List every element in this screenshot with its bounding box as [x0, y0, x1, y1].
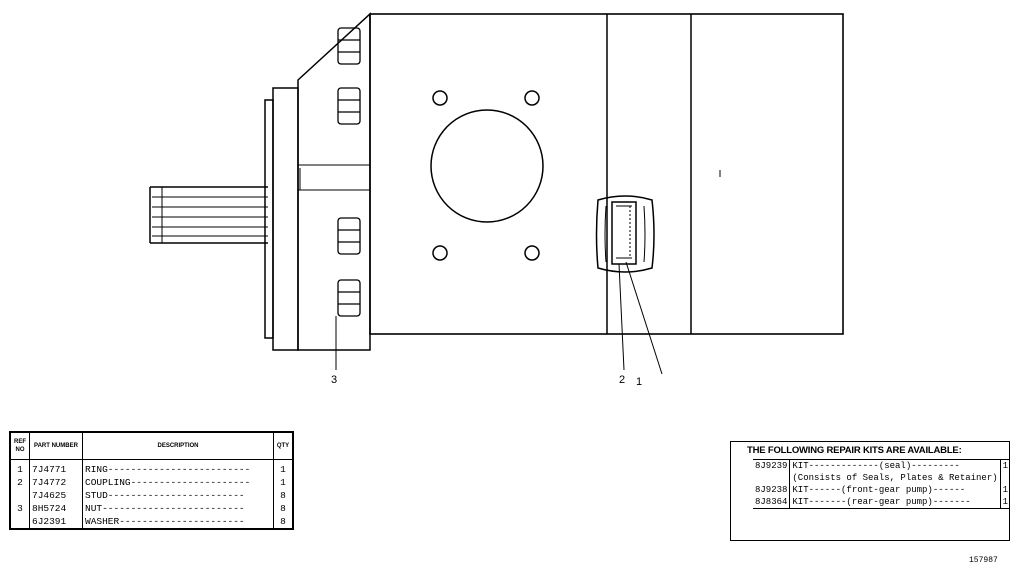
spline-shaft — [149, 186, 268, 244]
part-number-cell: 7J4772 — [29, 476, 83, 489]
part-number-cell: 6J2391 — [29, 515, 83, 530]
kit-part-number — [753, 472, 791, 484]
nut — [337, 27, 361, 65]
mounting-hole — [432, 245, 448, 261]
description-cell: WASHER---------------------- — [82, 515, 274, 530]
kit-row: (Consists of Seals, Plates & Retainer) — [753, 472, 1010, 484]
part-number-cell: 8H5724 — [29, 502, 83, 515]
kit-qty: 1 — [1000, 459, 1011, 472]
kit-qty — [1000, 472, 1010, 484]
ref-cell — [9, 489, 30, 502]
pump-assembly-drawing: 3 2 1 — [149, 12, 844, 388]
coupling-and-ring — [595, 195, 655, 273]
header-part-number: PART NUMBER — [29, 431, 83, 460]
kit-qty: 1 — [1000, 496, 1011, 509]
header-ref: REF NO — [9, 431, 30, 460]
header-description: DESCRIPTION — [82, 431, 274, 460]
coupling — [611, 201, 637, 265]
port-opening — [430, 109, 544, 223]
description-cell: NUT------------------------- — [82, 502, 274, 515]
pump-body — [369, 13, 844, 335]
ref-cell: 2 — [9, 476, 30, 489]
drawing-number: 157987 — [969, 556, 998, 565]
part-number-cell: 7J4625 — [29, 489, 83, 502]
kit-description: KIT-------(rear-gear pump)------- — [789, 496, 1001, 509]
table-row: 6J2391 WASHER---------------------- 8 — [9, 515, 294, 530]
table-row: 1 7J4771 RING------------------------- 1 — [9, 459, 294, 476]
kit-description: KIT-------------(seal)--------- — [789, 459, 1001, 472]
description-cell: COUPLING--------------------- — [82, 476, 274, 489]
qty-cell: 1 — [273, 459, 294, 476]
repair-kits-table: 8J9239 KIT-------------(seal)--------- 1… — [753, 459, 1011, 509]
kit-part-number: 8J9239 — [753, 459, 791, 472]
qty-cell: 8 — [273, 502, 294, 515]
repair-kits-box: THE FOLLOWING REPAIR KITS ARE AVAILABLE:… — [730, 441, 1011, 541]
ref-cell: 3 — [9, 502, 30, 515]
mounting-flange — [264, 87, 299, 351]
parts-table-header: REF NO PART NUMBER DESCRIPTION QTY — [9, 431, 294, 460]
callout-1: 1 — [636, 376, 642, 388]
part-number-cell: 7J4771 — [29, 459, 83, 476]
callout-3: 3 — [331, 374, 337, 386]
leader-lines — [335, 261, 663, 375]
kit-description: (Consists of Seals, Plates & Retainer) — [789, 472, 1001, 484]
callout-2: 2 — [619, 374, 625, 386]
kit-part-number: 8J9238 — [753, 484, 791, 496]
kit-description: KIT------(front-gear pump)------ — [789, 484, 1001, 496]
parts-table: REF NO PART NUMBER DESCRIPTION QTY 1 7J4… — [9, 431, 294, 530]
ref-cell: 1 — [9, 459, 30, 476]
port-face — [430, 90, 544, 261]
mounting-hole — [524, 90, 540, 106]
nut-stud-group — [337, 27, 361, 317]
nut — [337, 279, 361, 317]
description-cell: RING------------------------- — [82, 459, 274, 476]
table-row: 7J4625 STUD------------------------ 8 — [9, 489, 294, 502]
ref-cell — [9, 515, 30, 530]
qty-cell: 1 — [273, 476, 294, 489]
kit-row: 8J9238 KIT------(front-gear pump)------ … — [753, 484, 1010, 496]
description-cell: STUD------------------------ — [82, 489, 274, 502]
header-qty: QTY — [273, 431, 294, 460]
kit-part-number: 8J8364 — [753, 496, 791, 509]
kit-qty: 1 — [1002, 485, 1009, 495]
mounting-hole — [432, 90, 448, 106]
nut — [337, 217, 361, 255]
mounting-hole — [524, 245, 540, 261]
adapter-housing — [297, 12, 371, 351]
qty-cell: 8 — [273, 489, 294, 502]
qty-cell: 8 — [273, 515, 294, 530]
kit-row: 8J9239 KIT-------------(seal)--------- 1 — [753, 459, 1011, 472]
repair-kits-title: THE FOLLOWING REPAIR KITS ARE AVAILABLE: — [747, 445, 962, 456]
table-row: 2 7J4772 COUPLING--------------------- 1 — [9, 476, 294, 489]
table-row: 3 8H5724 NUT------------------------- 8 — [9, 502, 294, 515]
nut — [337, 87, 361, 125]
kit-row: 8J8364 KIT-------(rear-gear pump)-------… — [753, 496, 1011, 509]
